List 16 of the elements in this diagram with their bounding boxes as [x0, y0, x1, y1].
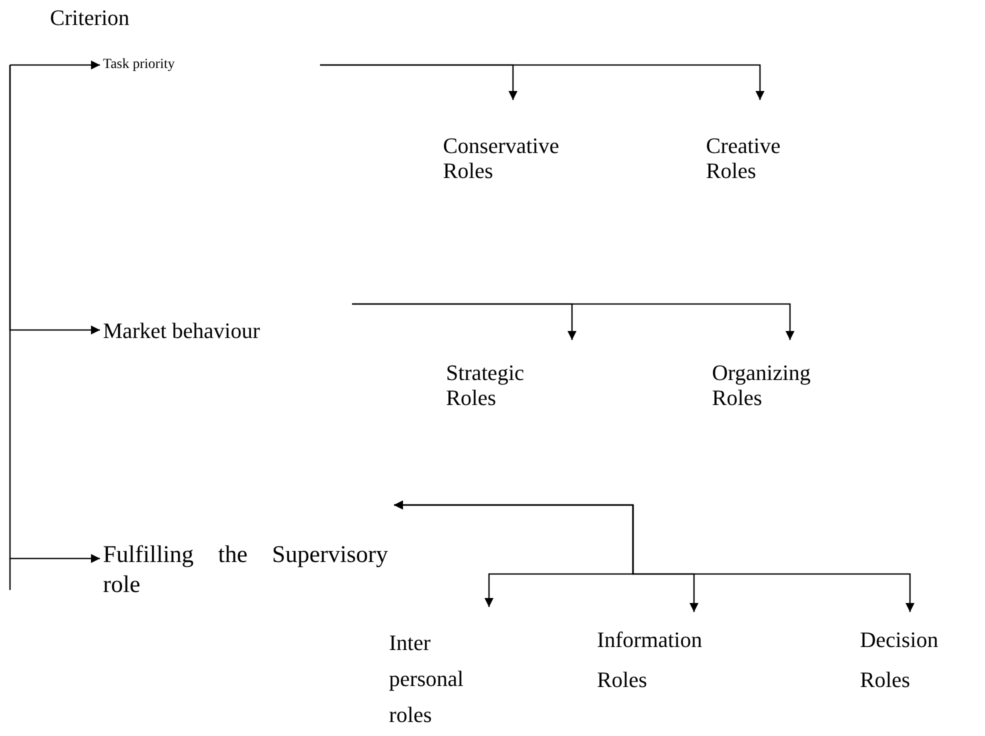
arrow — [320, 64, 764, 100]
arrow — [394, 500, 914, 612]
role-label: Organizing Roles — [712, 360, 812, 410]
role-label: Information Roles — [597, 626, 704, 694]
role-label: Strategic Roles — [446, 360, 526, 410]
role-label: Creative Roles — [706, 133, 782, 183]
role-label: Inter personal roles — [389, 629, 465, 729]
category-label: Market behaviour — [103, 318, 261, 343]
category-label: Task priority — [103, 56, 176, 74]
arrow — [9, 65, 100, 563]
role-label: Decision Roles — [860, 626, 940, 694]
role-label: Conservative Roles — [443, 133, 560, 183]
heading-text: Criterion — [50, 4, 130, 32]
arrow — [352, 303, 794, 340]
category-label: Fulfilling the Supervisory role — [103, 541, 388, 600]
arrow — [9, 60, 100, 70]
